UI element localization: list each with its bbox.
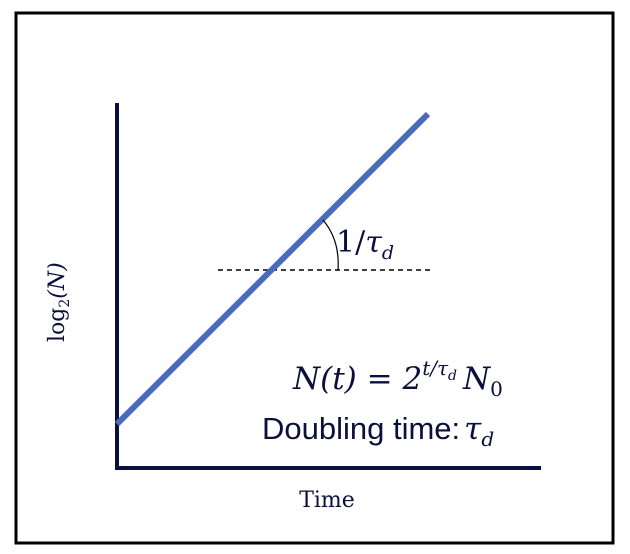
- x-axis-label: Time: [299, 488, 355, 513]
- ylabel-arg: (N): [45, 262, 70, 298]
- formula-exp-sub: d: [448, 368, 457, 384]
- slope-numerator: 1/: [336, 225, 366, 260]
- slope-sub: d: [382, 242, 394, 264]
- formula-lhs: N(t) = 2: [292, 361, 422, 397]
- slope-angle-arc: [322, 219, 339, 271]
- frame-border: [14, 11, 615, 545]
- doubling-text: Doubling time:: [262, 411, 460, 446]
- formula-rhs-sub: 0: [490, 377, 503, 401]
- doubling-sub: d: [481, 427, 494, 451]
- doubling-time-label: Doubling time:τd: [262, 411, 494, 451]
- formula-rhs-n: N: [462, 361, 492, 397]
- y-axis-label: log2(N): [45, 262, 73, 342]
- slope-tau: τ: [365, 225, 382, 260]
- ylabel-main: log: [45, 308, 70, 342]
- growth-line: [114, 111, 431, 427]
- formula-exp-t: t/: [422, 356, 439, 380]
- ylabel-sub: 2: [57, 299, 73, 308]
- doubling-tau: τ: [464, 411, 482, 447]
- formula-exp-tau: τ: [437, 356, 449, 380]
- slope-label: 1/τd: [336, 225, 394, 264]
